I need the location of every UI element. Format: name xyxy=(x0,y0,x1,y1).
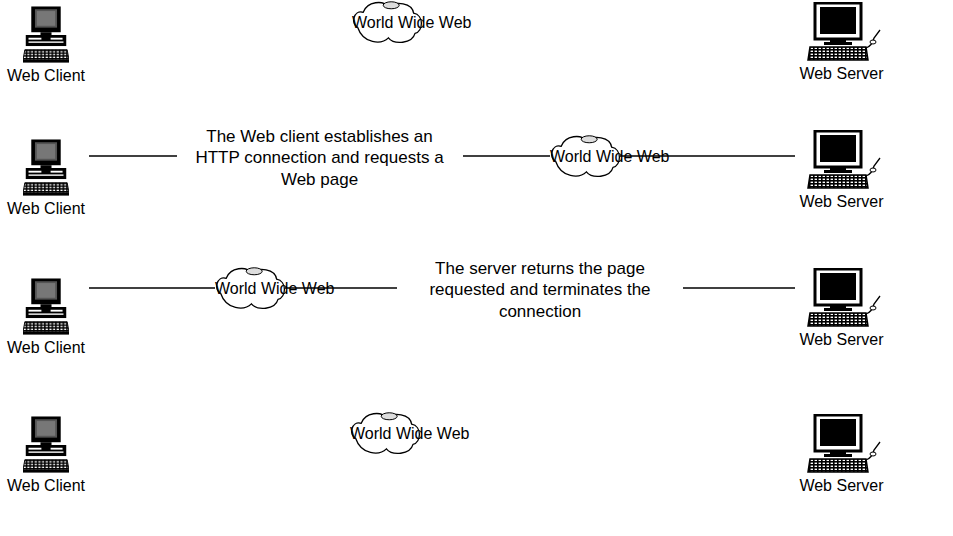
node-label: Web Client xyxy=(3,338,89,357)
client-computer-icon xyxy=(23,4,69,66)
connection-line xyxy=(620,155,795,156)
web-client-computer: Web Client xyxy=(3,4,89,85)
network-cloud: World Wide Web xyxy=(352,0,422,44)
web-client-computer: Web Client xyxy=(3,137,89,218)
node-label: World Wide Web xyxy=(350,424,420,443)
network-cloud: World Wide Web xyxy=(350,411,420,455)
server-computer-icon xyxy=(802,414,882,476)
server-computer-icon xyxy=(802,130,882,192)
web-server-computer: Web Server xyxy=(795,414,888,495)
web-client-computer: Web Client xyxy=(3,414,89,495)
client-computer-icon xyxy=(23,276,69,338)
edge-label: The Web client establishes an HTTP conne… xyxy=(177,126,463,190)
node-label: Web Server xyxy=(795,192,888,211)
node-label: Web Server xyxy=(795,476,888,495)
node-label: Web Server xyxy=(795,330,888,349)
node-label: World Wide Web xyxy=(352,13,422,32)
node-label: World Wide Web xyxy=(550,147,620,166)
web-client-computer: Web Client xyxy=(3,276,89,357)
node-label: Web Client xyxy=(3,66,89,85)
web-server-computer: Web Server xyxy=(795,2,888,83)
network-cloud: World Wide Web xyxy=(215,266,285,310)
connection-line xyxy=(89,287,215,288)
web-server-computer: Web Server xyxy=(795,130,888,211)
server-computer-icon xyxy=(802,268,882,330)
edge-label: The server returns the page requested an… xyxy=(397,258,683,322)
web-server-computer: Web Server xyxy=(795,268,888,349)
node-label: Web Client xyxy=(3,476,89,495)
server-computer-icon xyxy=(802,2,882,64)
client-computer-icon xyxy=(23,137,69,199)
client-computer-icon xyxy=(23,414,69,476)
node-label: Web Server xyxy=(795,64,888,83)
network-cloud: World Wide Web xyxy=(550,134,620,178)
node-label: World Wide Web xyxy=(215,279,285,298)
node-label: Web Client xyxy=(3,199,89,218)
